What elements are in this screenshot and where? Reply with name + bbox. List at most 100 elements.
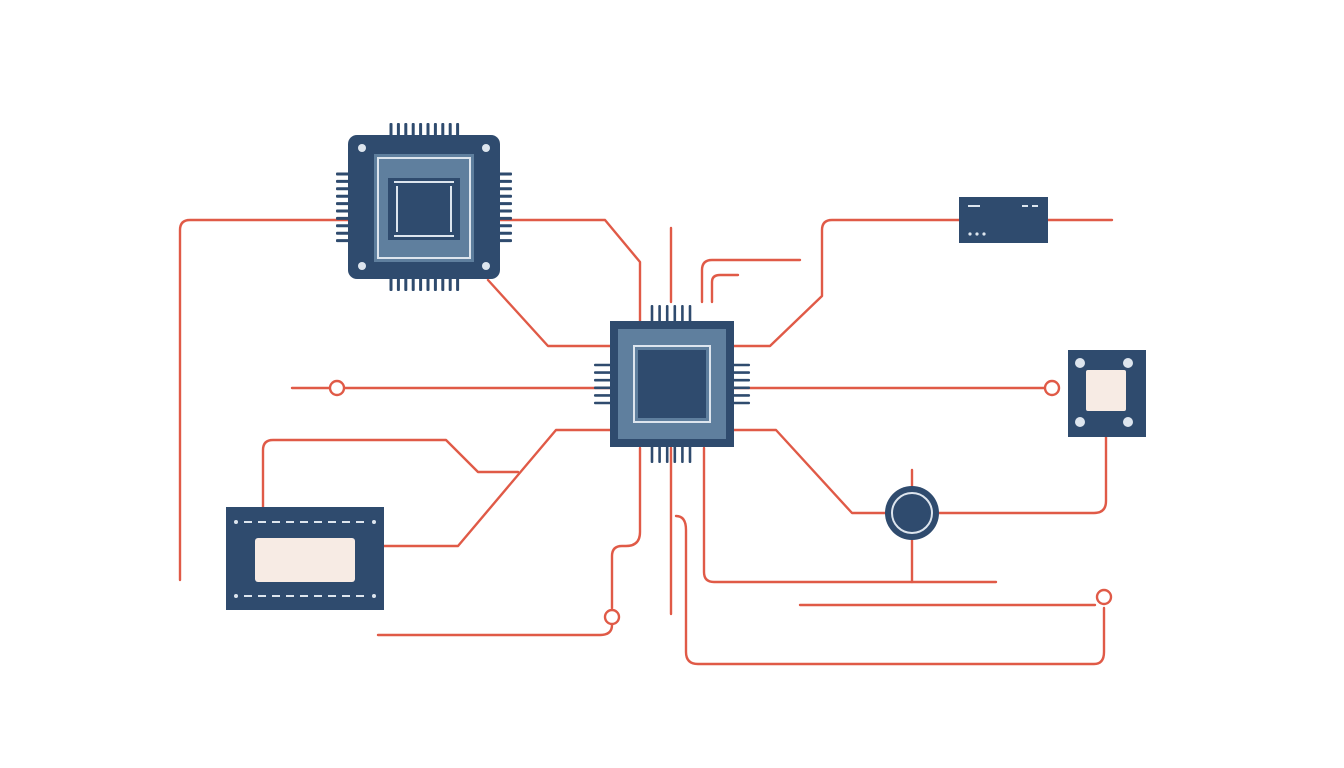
chip-center-pin-left-1 bbox=[594, 363, 612, 367]
chip-center-pin-left-6 bbox=[594, 401, 612, 405]
chip-tl-pin-bottom-2 bbox=[396, 277, 400, 291]
chip-tl-pin-right-1 bbox=[498, 172, 512, 176]
chip-center-pin-right-6 bbox=[732, 401, 750, 405]
chip-center-pin-left-5 bbox=[594, 394, 612, 397]
pad-bottom-left bbox=[603, 608, 621, 626]
central-processor-chip bbox=[594, 305, 750, 463]
memory-dot-2 bbox=[975, 232, 979, 236]
chip-tl-pin-left-6 bbox=[336, 209, 350, 213]
connection-pads bbox=[328, 379, 1113, 626]
trace-center-to-memory bbox=[732, 218, 962, 348]
memory-dot-3 bbox=[982, 232, 986, 236]
trace-left-long bbox=[178, 218, 352, 582]
sensor-hole-2 bbox=[1123, 358, 1133, 368]
display-dot-tr bbox=[372, 520, 376, 524]
sensor-module-right bbox=[1068, 350, 1146, 437]
chip-tl-pin-left-1 bbox=[336, 172, 350, 176]
connector-inner bbox=[895, 496, 929, 530]
chip-tl-pin-top-3 bbox=[404, 123, 408, 137]
chip-center-pin-bottom-5 bbox=[681, 445, 684, 463]
chip-tl-pin-bottom-6 bbox=[426, 277, 430, 291]
chip-center-pins bbox=[594, 305, 750, 463]
chip-center-pin-right-3 bbox=[732, 378, 750, 382]
chip-center-pin-bottom-6 bbox=[688, 445, 692, 463]
chip-tl-pin-top-10 bbox=[456, 123, 460, 137]
chip-center-pin-top-1 bbox=[650, 305, 654, 323]
trace-tl-chip-to-center-top bbox=[498, 218, 642, 324]
chip-center-pin-top-2 bbox=[658, 305, 661, 323]
chip-tl-pin-top-6 bbox=[426, 123, 430, 137]
chip-tl-pin-left-3 bbox=[336, 187, 350, 191]
chip-tl-pin-right-7 bbox=[498, 216, 512, 220]
chip-center-pin-right-4 bbox=[732, 386, 750, 390]
chip-tl-pin-left-10 bbox=[336, 239, 350, 243]
display-module-left bbox=[226, 507, 384, 610]
display-screen bbox=[255, 538, 355, 582]
trace-center-to-display bbox=[382, 428, 614, 548]
chip-tl-core bbox=[388, 178, 460, 240]
chip-center-pin-left-2 bbox=[594, 371, 612, 374]
microprocessor-chip-top-left bbox=[336, 123, 512, 291]
chip-tl-pin-left-2 bbox=[336, 179, 350, 183]
trace-center-up-right-1 bbox=[700, 258, 802, 304]
chip-tl-hole-1 bbox=[358, 144, 366, 152]
chip-tl-pin-top-7 bbox=[433, 123, 437, 137]
chip-tl-die-border bbox=[377, 157, 471, 259]
trace-connector-to-sensor bbox=[936, 435, 1108, 515]
chip-tl-pin-right-4 bbox=[498, 194, 512, 198]
pad-left bbox=[328, 379, 346, 397]
chip-tl-pin-bottom-5 bbox=[419, 277, 423, 291]
chip-tl-pin-right-8 bbox=[498, 224, 512, 228]
chip-center-pin-bottom-3 bbox=[665, 445, 669, 463]
chip-tl-pin-top-9 bbox=[448, 123, 452, 137]
chip-center-pin-top-3 bbox=[665, 305, 669, 323]
chip-center-pin-bottom-1 bbox=[650, 445, 654, 463]
chip-tl-pin-right-2 bbox=[498, 179, 512, 183]
trace-display-top-loop bbox=[261, 438, 520, 510]
chip-tl-pin-bottom-3 bbox=[404, 277, 408, 291]
chip-tl-pins bbox=[336, 123, 512, 291]
chip-tl-pin-top-1 bbox=[389, 123, 393, 137]
chip-center-pin-left-3 bbox=[594, 378, 612, 382]
chip-tl-pin-left-7 bbox=[336, 216, 350, 220]
chip-center-pin-right-2 bbox=[732, 371, 750, 374]
chip-tl-pin-top-4 bbox=[411, 123, 415, 137]
chip-tl-pin-right-10 bbox=[498, 239, 512, 243]
chip-tl-pin-left-4 bbox=[336, 194, 350, 198]
chip-center-pin-top-5 bbox=[681, 305, 684, 323]
chip-tl-pin-left-9 bbox=[336, 231, 350, 235]
sensor-hole-4 bbox=[1123, 417, 1133, 427]
trace-tl-chip-diagonal bbox=[486, 278, 614, 348]
memory-dot-1 bbox=[968, 232, 972, 236]
display-dot-tl bbox=[234, 520, 238, 524]
circuit-traces bbox=[178, 218, 1114, 666]
chip-tl-hole-4 bbox=[482, 262, 490, 270]
chip-tl-pin-bottom-9 bbox=[448, 277, 452, 291]
chip-center-pin-bottom-2 bbox=[658, 445, 661, 463]
memory-module-top-right bbox=[959, 197, 1048, 243]
chip-center-core-border bbox=[633, 345, 711, 423]
sensor-window bbox=[1086, 370, 1126, 411]
chip-tl-pin-right-6 bbox=[498, 209, 512, 213]
connector-ring bbox=[891, 492, 933, 534]
chip-tl-pin-top-8 bbox=[441, 123, 445, 137]
chip-tl-pin-left-5 bbox=[336, 202, 350, 206]
chip-tl-pin-right-5 bbox=[498, 202, 512, 206]
chip-tl-pin-bottom-8 bbox=[441, 277, 445, 291]
chip-center-pin-top-6 bbox=[688, 305, 692, 323]
display-dot-br bbox=[372, 594, 376, 598]
sensor-hole-1 bbox=[1075, 358, 1085, 368]
chip-center-pin-right-5 bbox=[732, 394, 750, 397]
chip-center-core bbox=[638, 350, 706, 418]
trace-bottom-left-horizontal bbox=[376, 623, 614, 637]
chip-tl-hole-2 bbox=[482, 144, 490, 152]
trace-center-bottom-left bbox=[610, 446, 642, 610]
pad-right bbox=[1043, 379, 1061, 397]
chip-center-pin-right-1 bbox=[732, 363, 750, 367]
chip-tl-pin-bottom-10 bbox=[456, 277, 460, 291]
pad-bottom-right bbox=[1095, 588, 1113, 606]
display-dot-bl bbox=[234, 594, 238, 598]
round-connector bbox=[885, 486, 939, 540]
